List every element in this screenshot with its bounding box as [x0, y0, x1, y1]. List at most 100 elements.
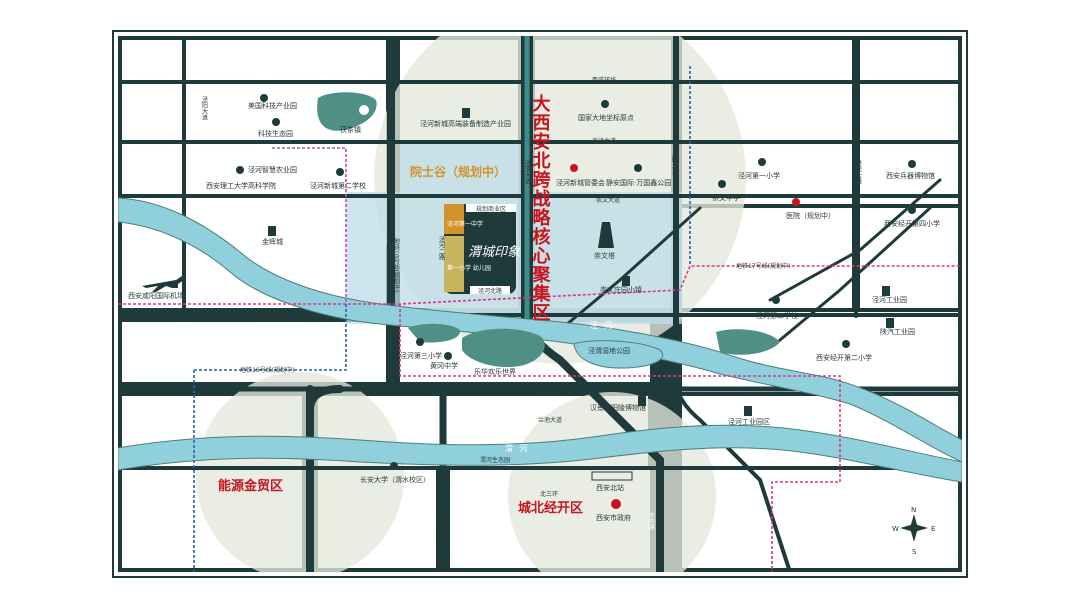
jing-river-label: 泾 河: [590, 320, 615, 330]
pin-icon: [272, 118, 280, 126]
star-icon: [570, 164, 578, 172]
project-road-east: 泾河二路: [438, 235, 445, 261]
road-jinghe-btm: 泾河大道: [307, 509, 314, 535]
north-core-label: 大西安北跨战略核心聚集区: [530, 93, 552, 322]
wetland-east: [716, 329, 780, 355]
pin-icon: [601, 100, 609, 108]
road-jinghu: 泾虎大道: [855, 159, 862, 185]
poi-huanggang: 黄冈中学: [430, 361, 458, 370]
project-logo: 渭城印象: [468, 245, 521, 260]
building-icon: [744, 406, 752, 416]
poi-city-gov: 西安市政府: [596, 513, 631, 522]
road-weiyang-s: 未央路: [648, 511, 655, 531]
road-beisanhuan: 北三环: [540, 490, 558, 498]
academy-valley-area: [400, 144, 520, 192]
poi-second-school-2: 泾河第二学校: [756, 311, 798, 320]
poi-garden: 崇文庄园小镇: [600, 285, 642, 294]
metro-10-label: 地铁10号线(规划中): [393, 237, 400, 292]
compass-w: W: [892, 525, 899, 533]
building-icon: [622, 276, 630, 286]
poi-first-primary: 泾河第一小学: [738, 171, 780, 180]
island-left: [408, 323, 461, 343]
airplane-icon: [142, 276, 184, 292]
poi-admin: 泾河新城管委会: [556, 178, 605, 187]
road-zhengyang: 正阳大道: [671, 150, 678, 175]
building-icon: [882, 286, 890, 296]
poi-jingan: 静安国际·万国鑫公园: [606, 178, 671, 187]
metro-16-label: 地铁16号线(规划中): [240, 366, 294, 374]
road-jingwei: 泾渭大道: [524, 159, 531, 185]
poi-third-primary: 泾河第三小学: [400, 351, 442, 360]
poi-jingkai-4: 西安经开第四小学: [884, 219, 940, 228]
road-jinghe: 泾河大道: [536, 386, 560, 394]
poi-industry-area: 泾河工业园区: [728, 417, 770, 426]
building-icon: [268, 226, 276, 236]
school-icon: [758, 158, 766, 166]
poi-chalan: 茯茶镇: [340, 125, 361, 134]
school-icon: [444, 352, 452, 360]
compass-n: N: [911, 506, 916, 514]
poi-smart-agri: 泾河智慧农业园: [248, 165, 297, 174]
metro-17-label: 地铁17号线(规划中): [736, 262, 790, 270]
poi-hanyang: 汉景帝阳陵博物馆: [590, 403, 646, 412]
road-weiyang: 未央路: [441, 517, 448, 537]
school-icon: [634, 164, 642, 172]
compass-s: S: [912, 548, 917, 556]
road-lanchi: 兰池大道: [538, 416, 562, 424]
poi-airport: 西安咸阳国际机场: [128, 291, 184, 300]
poi-tech-park: 美国科技产业园: [248, 101, 297, 110]
wei-river: [118, 424, 962, 483]
poi-hospital: 医院（规划中）: [786, 211, 835, 220]
poi-tower: 崇文塔: [594, 251, 615, 260]
poi-museum: 西安兵器博物馆: [886, 171, 935, 180]
school-icon: [908, 160, 916, 168]
school-icon: [390, 462, 398, 470]
poi-icons: [236, 94, 916, 509]
poi-labels: 美国科技产业园 科技生态园 茯茶镇 泾河新城高端装备制造产业园 国家大地坐标原点…: [128, 101, 940, 522]
project-school2: 第一小学 幼儿园: [447, 264, 491, 272]
park-weihe: 渭河生态园: [480, 456, 510, 464]
compass: N S E W: [892, 506, 935, 556]
poi-hightech: 泾河新城高端装备制造产业园: [420, 119, 511, 128]
project-school1: 泾河第一中学: [447, 220, 483, 228]
pin-icon: [359, 105, 369, 115]
hospital-icon: [792, 198, 800, 206]
poi-wetland-park: 泾渭湿地公园: [588, 346, 630, 355]
chalan-lake: [317, 92, 377, 131]
road-xixian-ring: 西咸环线: [592, 76, 616, 84]
poi-north-station: 西安北站: [596, 483, 624, 492]
energy-trade-label: 能源金贸区: [218, 478, 283, 494]
school-icon: [718, 180, 726, 188]
poi-second-school: 泾河新城第二学校: [310, 181, 366, 190]
school-icon: [842, 340, 850, 348]
building-icon: [260, 94, 268, 102]
poi-jinhui: 金辉城: [262, 237, 283, 246]
poi-shaanqi: 陕汽工业园: [880, 327, 915, 336]
project-business-label: 规划商业区: [476, 205, 506, 213]
project-road-south: 泾河北路: [478, 287, 502, 295]
poi-jinghe-industry: 泾河工业园: [872, 295, 907, 304]
poi-changan-univ: 长安大学（渭水校区）: [360, 475, 430, 484]
building-icon: [462, 108, 470, 118]
poi-jingkai-2: 西安经开第二小学: [816, 353, 872, 362]
poi-univ: 西安理工大学高科学院: [206, 181, 276, 190]
school-icon: [908, 206, 916, 214]
metro-lines: [118, 66, 962, 572]
school-icon: [772, 296, 780, 304]
academy-valley-label: 院士谷（规划中）: [410, 164, 506, 179]
road-airport: 机场专用高速: [250, 315, 286, 323]
compass-e: E: [931, 525, 935, 533]
poi-origin: 国家大地坐标原点: [578, 113, 634, 122]
poi-chongwen-mid: 崇文中学: [712, 193, 740, 202]
school-icon: [416, 338, 424, 346]
wei-river-label: 渭 河: [505, 443, 530, 453]
project-site[interactable]: 渭城印象 规划商业区 泾河北路 泾河第一中学 第一小学 幼儿园: [444, 204, 521, 295]
school-icon: [236, 166, 244, 174]
station-icon: [591, 471, 633, 481]
road-jingyang: 泾阳大道: [201, 95, 208, 121]
star-icon: [611, 499, 621, 509]
poi-eco-park: 科技生态园: [258, 129, 293, 138]
city-north-label: 城北经开区: [518, 500, 583, 516]
school-icon: [336, 168, 344, 176]
